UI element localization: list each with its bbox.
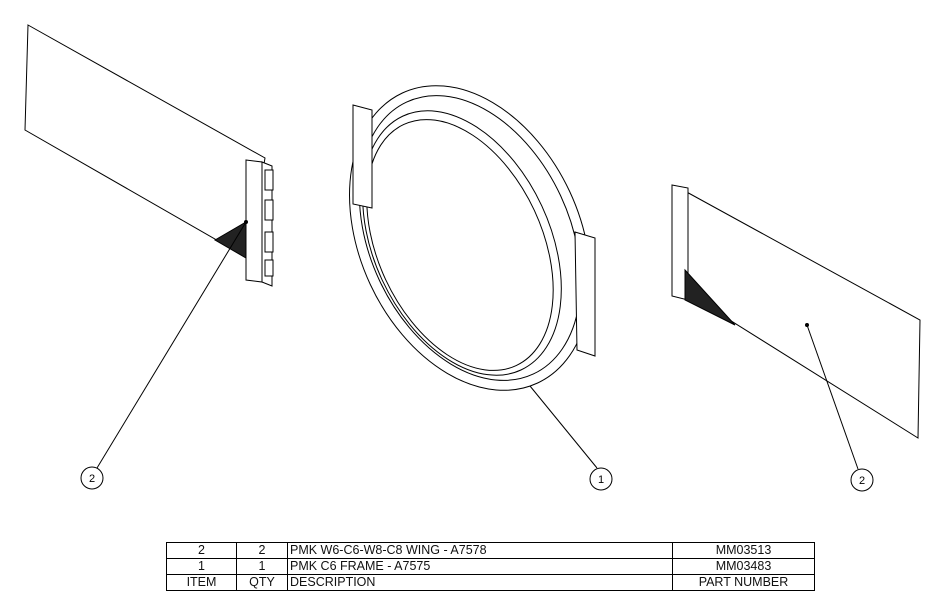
balloon-item-2-right: 2: [850, 468, 874, 492]
center-frame-part: [349, 85, 596, 391]
balloon-label: 1: [598, 474, 604, 486]
part-number-cell: MM03483: [672, 558, 815, 575]
item-cell: 2: [166, 542, 237, 559]
leader-line: [529, 385, 598, 469]
table-row: 1 1 PMK C6 FRAME - A7575 MM03483: [166, 558, 815, 575]
balloon-item-2-left: 2: [80, 466, 104, 490]
part-number-header: PART NUMBER: [672, 574, 815, 591]
leader-line: [806, 324, 859, 470]
item-cell: 1: [166, 558, 237, 575]
item-header: ITEM: [166, 574, 237, 591]
qty-cell: 2: [236, 542, 288, 559]
right-wing-part: [671, 184, 921, 439]
description-header: DESCRIPTION: [287, 574, 673, 591]
qty-header: QTY: [236, 574, 288, 591]
part-number-cell: MM03513: [672, 542, 815, 559]
bill-of-materials: 2 2 PMK W6-C6-W8-C8 WING - A7578 MM03513…: [166, 542, 815, 591]
qty-cell: 1: [236, 558, 288, 575]
left-wing-part: [24, 24, 274, 287]
description-cell: PMK W6-C6-W8-C8 WING - A7578: [287, 542, 673, 559]
leader-line: [96, 221, 247, 469]
balloon-label: 2: [89, 473, 95, 485]
balloon-item-1: 1: [589, 467, 613, 491]
description-cell: PMK C6 FRAME - A7575: [287, 558, 673, 575]
table-row: 2 2 PMK W6-C6-W8-C8 WING - A7578 MM03513: [166, 542, 815, 559]
balloon-label: 2: [859, 475, 865, 487]
table-header-row: ITEM QTY DESCRIPTION PART NUMBER: [166, 574, 815, 591]
